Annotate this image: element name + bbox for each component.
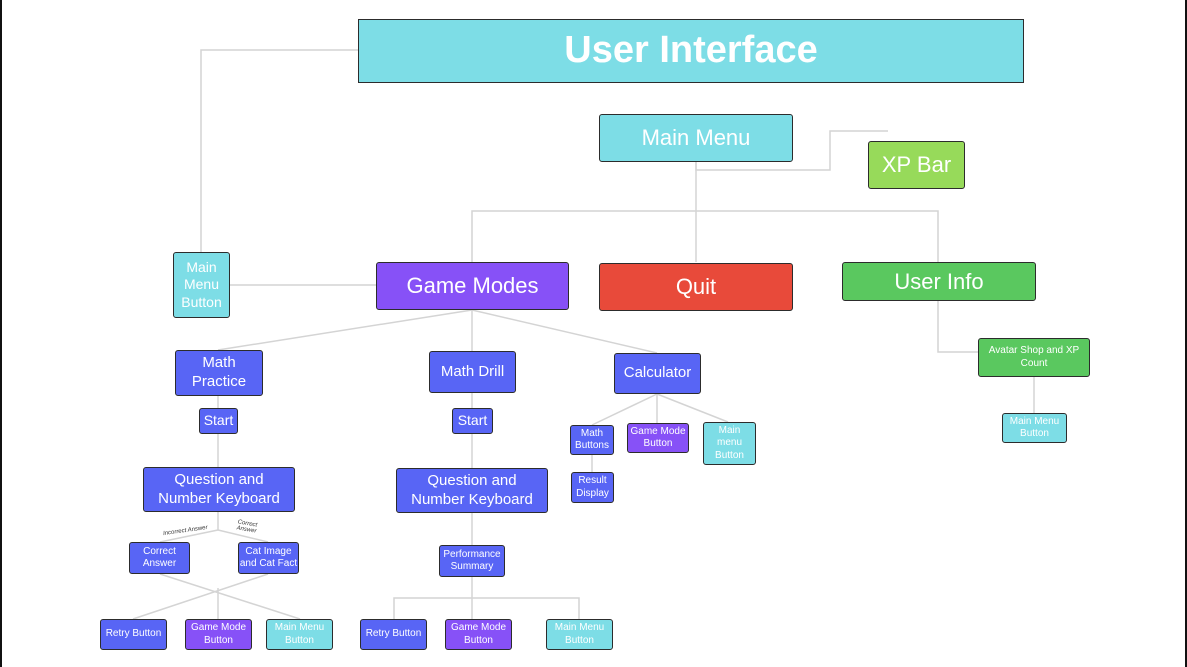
game-modes-node: Game Modes xyxy=(376,262,569,310)
correct-answer-node: Correct Answer xyxy=(129,542,190,574)
drill-game-mode-button-node: Game Mode Button xyxy=(445,619,512,650)
quit-node: Quit xyxy=(599,263,793,311)
math-practice-node: Math Practice xyxy=(175,350,263,396)
result-display-node: Result Display xyxy=(571,472,614,503)
xp-bar-node: XP Bar xyxy=(868,141,965,189)
practice-game-mode-button-node: Game Mode Button xyxy=(185,619,252,650)
math-drill-node: Math Drill xyxy=(429,351,516,393)
calculator-game-mode-button-node: Game Mode Button xyxy=(627,423,689,453)
practice-main-menu-button-node: Main Menu Button xyxy=(266,619,333,650)
main-menu-node: Main Menu xyxy=(599,114,793,162)
math-buttons-node: Math Buttons xyxy=(570,425,614,455)
calculator-node: Calculator xyxy=(614,353,701,394)
avatar-shop-node: Avatar Shop and XP Count xyxy=(978,338,1090,377)
performance-summary-node: Performance Summary xyxy=(439,545,505,577)
user-interface-title: User Interface xyxy=(358,19,1024,83)
math-drill-start-node: Start xyxy=(452,408,493,434)
drill-retry-button-node: Retry Button xyxy=(360,619,427,650)
calculator-main-menu-button-node: Main menu Button xyxy=(703,422,756,465)
main-menu-button-left-node: Main Menu Button xyxy=(173,252,230,318)
drill-main-menu-button-node: Main Menu Button xyxy=(546,619,613,650)
right-border xyxy=(1185,0,1187,667)
math-drill-question-node: Question and Number Keyboard xyxy=(396,468,548,513)
cat-image-node: Cat Image and Cat Fact xyxy=(238,542,299,574)
user-info-node: User Info xyxy=(842,262,1036,301)
math-practice-question-node: Question and Number Keyboard xyxy=(143,467,295,512)
math-practice-start-node: Start xyxy=(199,408,238,434)
left-border xyxy=(0,0,2,667)
user-main-menu-button-node: Main Menu Button xyxy=(1002,413,1067,443)
practice-retry-button-node: Retry Button xyxy=(100,619,167,650)
